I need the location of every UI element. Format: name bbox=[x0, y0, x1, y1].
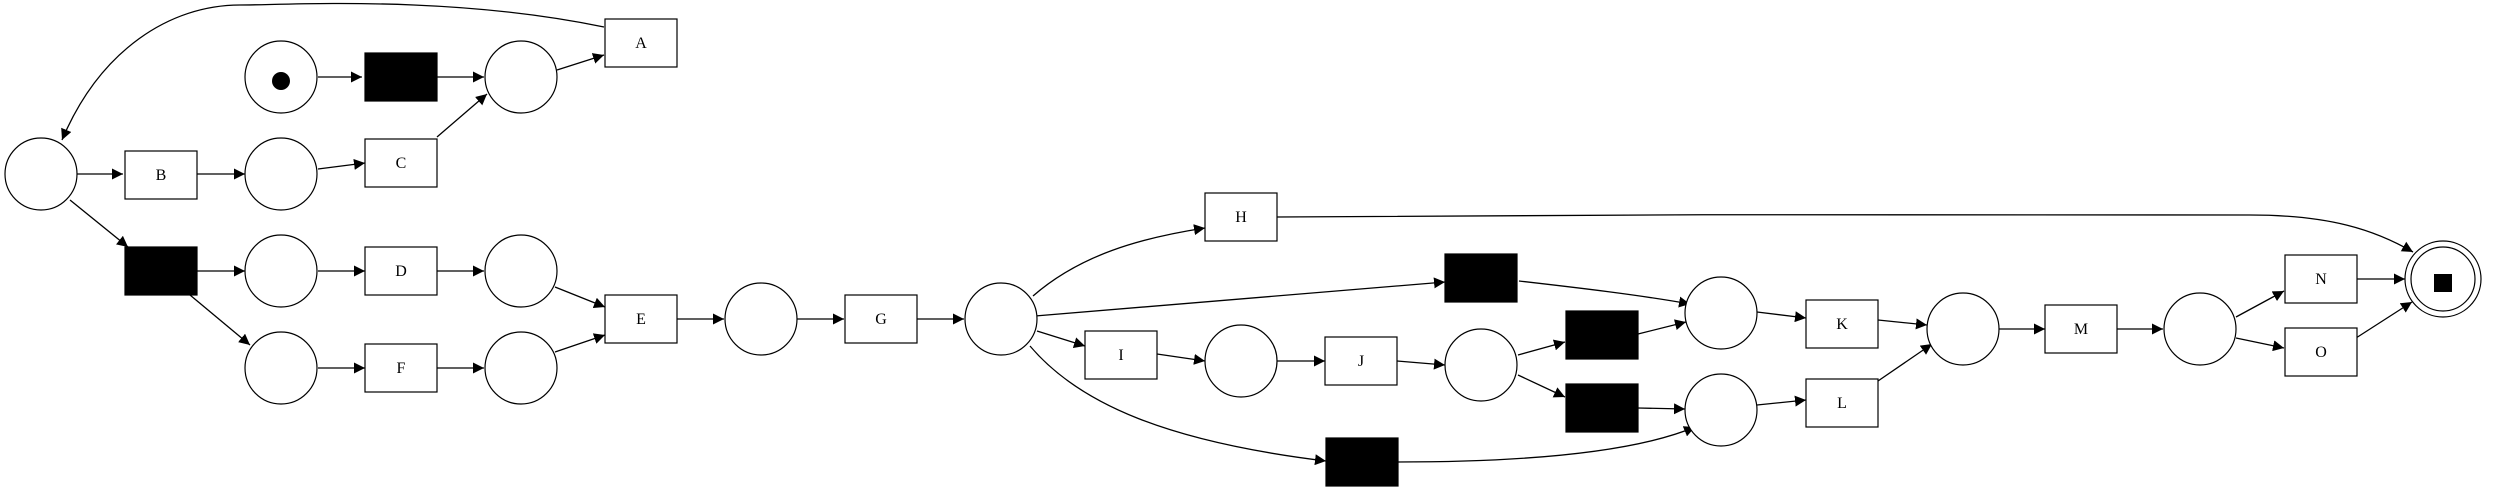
transition-b[interactable]: B bbox=[124, 150, 198, 200]
transition-o[interactable]: O bbox=[2284, 327, 2358, 377]
transition-c-label: C bbox=[396, 155, 407, 172]
transition-l-label: L bbox=[1837, 395, 1847, 412]
arc bbox=[2235, 290, 2285, 318]
transition-o-label: O bbox=[2315, 344, 2327, 361]
arc bbox=[189, 294, 251, 346]
arc bbox=[1877, 343, 1933, 382]
arc bbox=[1637, 403, 1686, 415]
arc bbox=[1637, 319, 1687, 335]
sink-place[interactable] bbox=[2404, 240, 2482, 318]
place[interactable] bbox=[1204, 324, 1278, 398]
transition-c[interactable]: C bbox=[364, 138, 438, 188]
place[interactable] bbox=[724, 282, 798, 356]
place[interactable] bbox=[484, 234, 558, 308]
silent-transitions bbox=[124, 52, 1639, 487]
arc bbox=[1756, 311, 1807, 323]
arc bbox=[1036, 330, 1086, 348]
place[interactable] bbox=[964, 282, 1038, 356]
arc bbox=[1396, 358, 1446, 370]
arcs bbox=[61, 2, 2414, 466]
transition-e[interactable]: E bbox=[604, 294, 678, 344]
transition-e-label: E bbox=[636, 311, 646, 328]
transition-i[interactable]: I bbox=[1084, 330, 1158, 380]
transition-a[interactable]: A bbox=[604, 18, 678, 68]
transition-n[interactable]: N bbox=[2284, 254, 2358, 304]
arc bbox=[1032, 224, 1206, 297]
silent-transition[interactable] bbox=[124, 246, 198, 296]
transition-m[interactable]: M bbox=[2044, 304, 2118, 354]
transition-l[interactable]: L bbox=[1805, 378, 1879, 428]
place[interactable] bbox=[244, 234, 318, 308]
arc bbox=[436, 93, 488, 138]
place[interactable] bbox=[1926, 292, 2000, 366]
transition-d-label: D bbox=[395, 263, 407, 280]
arc bbox=[1517, 339, 1566, 356]
transitions: A B C D E F G H bbox=[124, 18, 2358, 428]
arc bbox=[69, 199, 129, 248]
silent-transition[interactable] bbox=[1565, 383, 1639, 433]
transition-a-label: A bbox=[635, 35, 647, 52]
arc bbox=[1156, 353, 1206, 365]
transition-f-label: F bbox=[397, 360, 406, 377]
transition-j[interactable]: J bbox=[1324, 336, 1398, 386]
transition-f[interactable]: F bbox=[364, 343, 438, 393]
place[interactable] bbox=[244, 137, 318, 211]
place[interactable] bbox=[4, 137, 78, 211]
transition-i-label: I bbox=[1118, 347, 1123, 364]
token bbox=[272, 72, 290, 90]
transition-k[interactable]: K bbox=[1805, 299, 1879, 349]
place[interactable] bbox=[1684, 276, 1758, 350]
transition-g[interactable]: G bbox=[844, 294, 918, 344]
arc bbox=[2235, 337, 2285, 352]
arc bbox=[554, 333, 606, 353]
arc bbox=[1756, 395, 1807, 407]
transition-n-label: N bbox=[2315, 271, 2327, 288]
arc bbox=[1517, 374, 1566, 398]
transition-g-label: G bbox=[875, 311, 887, 328]
arc bbox=[1029, 345, 1327, 466]
source-place[interactable] bbox=[244, 40, 318, 114]
place[interactable] bbox=[1684, 373, 1758, 447]
transition-j-label: J bbox=[1358, 353, 1364, 370]
transition-b-label: B bbox=[156, 167, 167, 184]
transition-h[interactable]: H bbox=[1204, 192, 1278, 242]
arc bbox=[1518, 280, 1691, 308]
arc bbox=[554, 286, 606, 309]
transition-h-label: H bbox=[1235, 209, 1247, 226]
place[interactable] bbox=[484, 40, 558, 114]
arc bbox=[556, 53, 605, 71]
transition-d[interactable]: D bbox=[364, 246, 438, 296]
arc bbox=[1276, 213, 2414, 253]
arc bbox=[1034, 277, 1446, 317]
silent-transition[interactable] bbox=[1444, 253, 1518, 303]
arc bbox=[1396, 426, 1696, 463]
silent-transition[interactable] bbox=[364, 52, 438, 102]
place[interactable] bbox=[484, 331, 558, 405]
arc bbox=[61, 2, 605, 141]
place[interactable] bbox=[1444, 328, 1518, 402]
silent-transition[interactable] bbox=[1325, 437, 1399, 487]
places bbox=[4, 40, 2482, 447]
place[interactable] bbox=[244, 331, 318, 405]
silent-transition[interactable] bbox=[1565, 310, 1639, 360]
arc bbox=[2355, 301, 2413, 339]
transition-m-label: M bbox=[2074, 321, 2088, 338]
transition-k-label: K bbox=[1836, 316, 1848, 333]
place[interactable] bbox=[2163, 292, 2237, 366]
arc bbox=[1877, 318, 1928, 330]
final-marking-square bbox=[2434, 274, 2452, 292]
arc bbox=[317, 158, 366, 170]
